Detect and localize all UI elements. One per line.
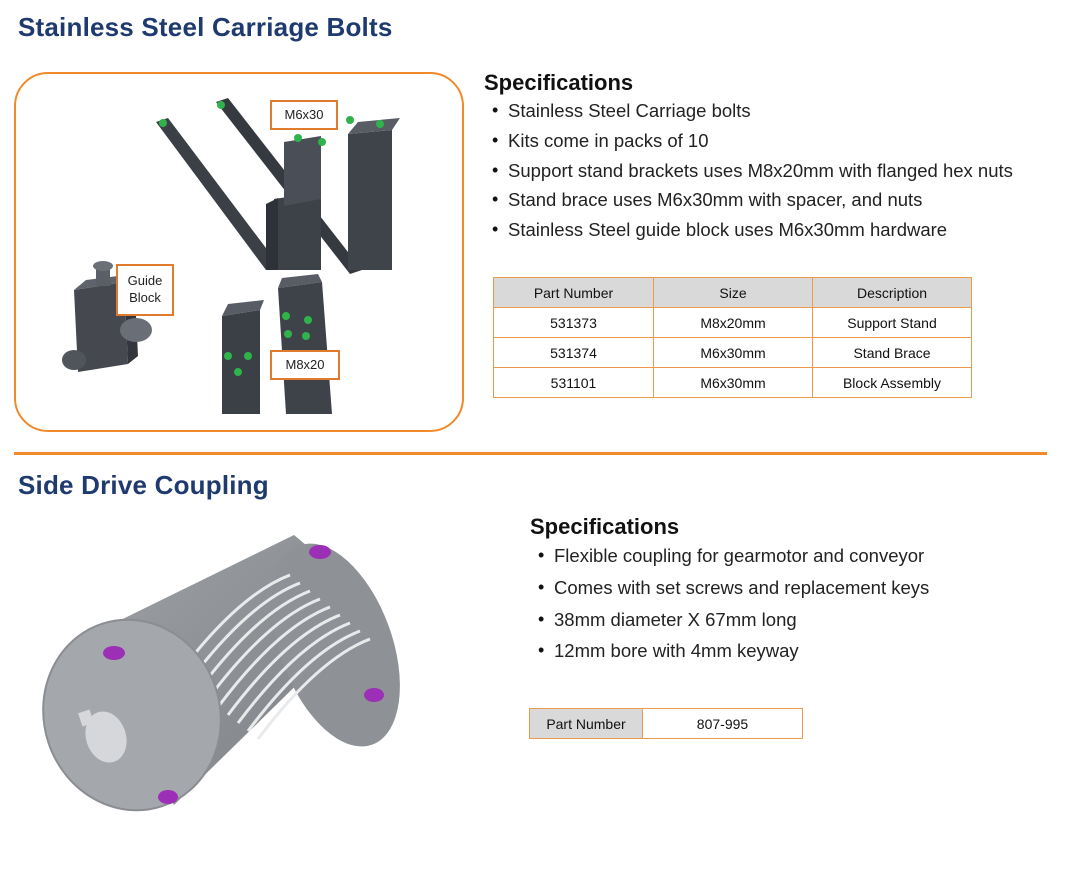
cell-part-number: 531374 [493, 337, 654, 368]
cell-part-number-label: Part Number [529, 708, 643, 739]
callout-guide-block: Guide Block [116, 264, 174, 316]
cell-description: Support Stand [812, 307, 972, 338]
set-screw-holes [103, 545, 384, 804]
carriage-bolts-illustration: M6x30 Guide Block M8x20 [14, 72, 464, 432]
coupling-drawing [42, 535, 400, 812]
spec-item: Support stand brackets uses M8x20mm with… [484, 156, 1013, 186]
cell-size: M6x30mm [653, 367, 813, 398]
section-divider [14, 452, 1047, 455]
cell-size: M6x30mm [653, 337, 813, 368]
column-header-size: Size [653, 277, 813, 308]
callout-guide-line1: Guide [127, 273, 163, 289]
specs-carriage-bolts: Specifications Stainless Steel Carriage … [484, 70, 1013, 245]
spec-item: Comes with set screws and replacement ke… [530, 572, 929, 604]
cell-part-number-value: 807-995 [642, 708, 803, 739]
table-row: 531374 M6x30mm Stand Brace [493, 337, 972, 368]
specs-heading: Specifications [484, 70, 634, 95]
spec-item: Flexible coupling for gearmotor and conv… [530, 540, 929, 572]
spec-item: Stainless Steel guide block uses M6x30mm… [484, 215, 1013, 245]
table-row: 531101 M6x30mm Block Assembly [493, 367, 972, 398]
table-row: 531373 M8x20mm Support Stand [493, 307, 972, 338]
callout-m8x20: M8x20 [270, 350, 340, 380]
cell-part-number: 531101 [493, 367, 654, 398]
table-header-row: Part Number Size Description [493, 277, 972, 308]
cell-description: Stand Brace [812, 337, 972, 368]
parts-table-coupling: Part Number 807-995 [529, 708, 803, 739]
coupling-front-face [43, 619, 221, 811]
spec-item: 12mm bore with 4mm keyway [530, 635, 929, 667]
column-header-part-number: Part Number [493, 277, 654, 308]
section-title-side-drive-coupling: Side Drive Coupling [18, 470, 269, 500]
callout-m6x30: M6x30 [270, 100, 338, 130]
cell-description: Block Assembly [812, 367, 972, 398]
spec-item: Stainless Steel Carriage bolts [484, 96, 1013, 126]
parts-table-carriage-bolts: Part Number Size Description 531373 M8x2… [493, 277, 972, 398]
bracket-assembly-drawing [62, 98, 400, 414]
coupling-illustration [28, 515, 408, 830]
specs-list: Flexible coupling for gearmotor and conv… [530, 540, 929, 667]
spec-item: Stand brace uses M6x30mm with spacer, an… [484, 185, 1013, 215]
table-row: Part Number 807-995 [529, 708, 803, 739]
cell-size: M8x20mm [653, 307, 813, 338]
spec-item: Kits come in packs of 10 [484, 126, 1013, 156]
bore-hole [85, 711, 127, 763]
cell-part-number: 531373 [493, 307, 654, 338]
column-header-description: Description [812, 277, 972, 308]
specs-side-drive-coupling: Specifications Flexible coupling for gea… [530, 514, 929, 667]
hardware-marker-dots [159, 101, 384, 376]
section-title-carriage-bolts: Stainless Steel Carriage Bolts [18, 12, 393, 42]
specs-heading: Specifications [530, 514, 680, 539]
specs-list: Stainless Steel Carriage bolts Kits come… [484, 96, 1013, 245]
callout-guide-line2: Block [129, 290, 161, 305]
spec-item: 38mm diameter X 67mm long [530, 604, 929, 636]
